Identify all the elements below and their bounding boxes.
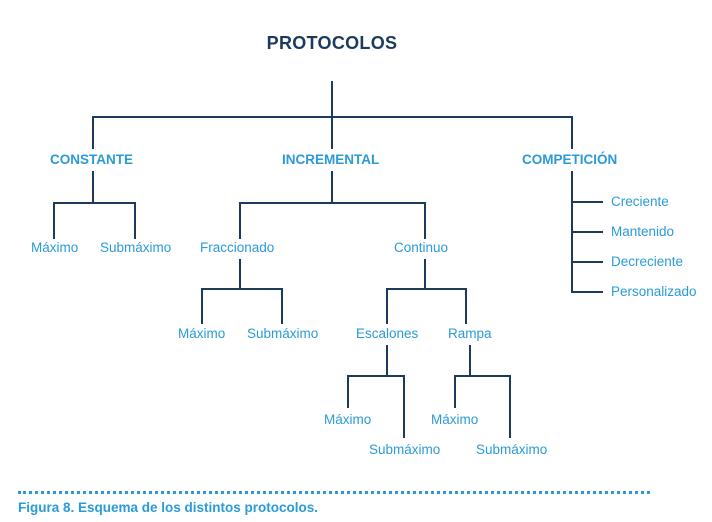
node-rampa: Rampa [448,326,492,341]
node-constante: CONSTANTE [50,152,133,167]
node-escalones-submaximo: Submáximo [369,442,441,457]
node-decreciente: Decreciente [611,254,684,269]
node-rampa-maximo: Máximo [431,412,479,427]
node-continuo: Continuo [394,240,449,255]
node-constante-maximo: Máximo [31,240,79,255]
node-constante-submaximo: Submáximo [100,240,172,255]
node-escalones: Escalones [356,326,419,341]
node-rampa-submaximo: Submáximo [476,442,548,457]
node-incremental: INCREMENTAL [282,152,380,167]
node-competicion: COMPETICIÓN [522,152,618,167]
node-mantenido: Mantenido [611,224,675,239]
caption-separator [18,491,650,494]
node-personalizado: Personalizado [611,284,697,299]
node-fraccionado-maximo: Máximo [178,326,226,341]
figure-caption: Figura 8. Esquema de los distintos proto… [18,500,319,515]
node-creciente: Creciente [611,194,669,209]
node-escalones-maximo: Máximo [324,412,372,427]
diagram-title: PROTOCOLOS [266,33,398,53]
node-fraccionado-submaximo: Submáximo [247,326,319,341]
node-fraccionado: Fraccionado [200,240,275,255]
